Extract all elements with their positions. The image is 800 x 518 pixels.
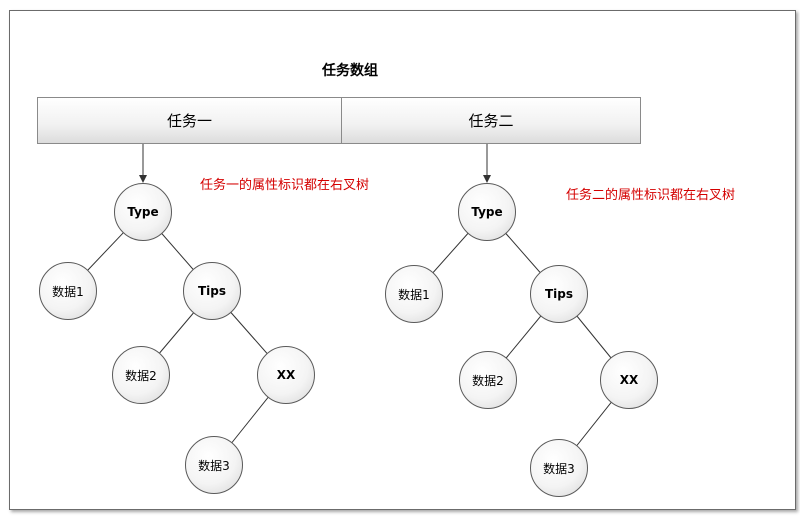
tree1-node-tips: Tips	[183, 262, 241, 320]
tree2-node-type: Type	[458, 183, 516, 241]
tree2-node-data1: 数据1	[385, 265, 443, 323]
tree1-node-data3: 数据3	[185, 436, 243, 494]
diagram-frame	[9, 10, 796, 510]
array-cell-task-2: 任务二	[341, 97, 641, 144]
tree2-node-data2: 数据2	[459, 351, 517, 409]
tree1-node-data2: 数据2	[112, 346, 170, 404]
tree2-node-data3: 数据3	[530, 439, 588, 497]
tree2-node-xx: XX	[600, 351, 658, 409]
array-cell-task-1: 任务一	[37, 97, 342, 144]
note-task-2: 任务二的属性标识都在右叉树	[566, 188, 736, 203]
diagram-title: 任务数组	[322, 63, 378, 79]
note-task-1: 任务一的属性标识都在右叉树	[200, 178, 370, 193]
tree1-node-xx: XX	[257, 346, 315, 404]
tree1-node-data1: 数据1	[39, 262, 97, 320]
tree1-node-type: Type	[114, 183, 172, 241]
tree2-node-tips: Tips	[530, 265, 588, 323]
